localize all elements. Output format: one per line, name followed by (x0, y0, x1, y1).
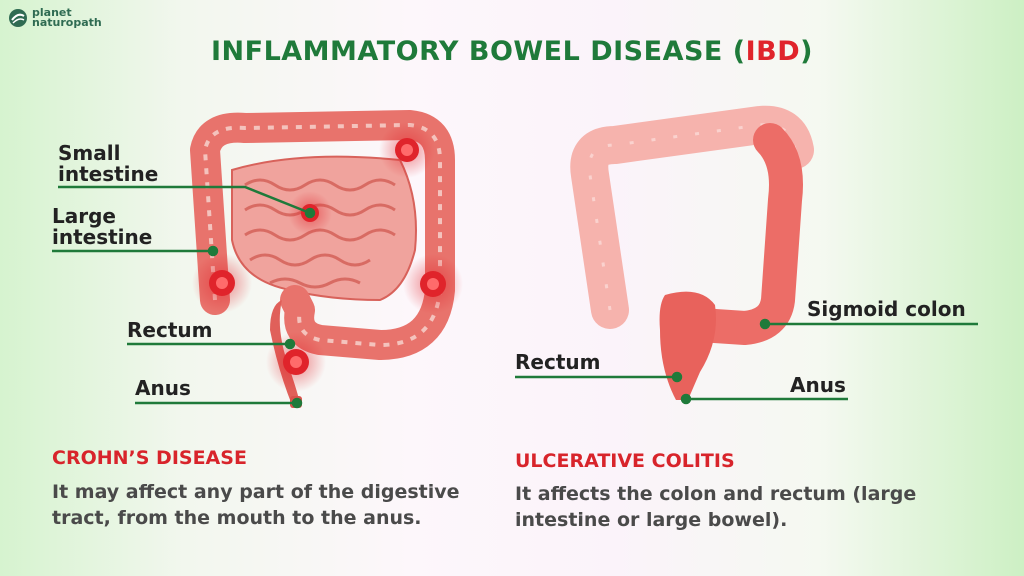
crohns-intestine-illustration (190, 110, 463, 408)
title-main: INFLAMMATORY BOWEL DISEASE ( (211, 36, 746, 67)
uc-rectum-shape (659, 291, 716, 400)
brand-logo: planet naturopath (8, 6, 102, 29)
crohns-description: It may affect any part of the digestive … (52, 479, 460, 531)
label-small-intestine-line2: intestine (58, 162, 159, 186)
uc-colon-illustration (570, 105, 814, 400)
label-small-intestine-line1: Small (58, 141, 121, 165)
inflammation-spots (192, 122, 463, 392)
crohns-description-line1: It may affect any part of the digestive (52, 481, 460, 503)
title-end: ) (800, 36, 813, 67)
label-anus-crohns: Anus (135, 376, 191, 400)
label-sigmoid-colon: Sigmoid colon (807, 297, 966, 321)
colon-inflamed-shape (683, 123, 803, 345)
label-large-intestine-line2: intestine (52, 225, 153, 249)
label-rectum-uc: Rectum (515, 350, 601, 374)
label-large-intestine: Large intestine (52, 206, 152, 248)
title-accent: IBD (745, 36, 801, 67)
planet-logo-icon (9, 9, 27, 27)
uc-leader-lines (515, 318, 978, 405)
label-large-intestine-line1: Large (52, 204, 116, 228)
uc-heading: ULCERATIVE COLITIS (515, 450, 735, 472)
brand-line2: naturopath (32, 16, 102, 29)
brand-line1: planet (32, 6, 72, 19)
crohns-description-line2: tract, from the mouth to the anus. (52, 507, 422, 529)
uc-description-line1: It affects the colon and rectum (large (515, 483, 917, 505)
page-title: INFLAMMATORY BOWEL DISEASE (IBD) (0, 36, 1024, 67)
label-small-intestine: Small intestine (58, 143, 158, 185)
uc-description: It affects the colon and rectum (large i… (515, 481, 916, 533)
label-rectum-crohns: Rectum (127, 318, 213, 342)
crohns-leader-lines (52, 185, 316, 409)
label-anus-uc: Anus (790, 373, 846, 397)
crohns-heading: CROHN’S DISEASE (52, 447, 247, 469)
brand-name: planet naturopath (32, 6, 102, 29)
uc-description-line2: intestine or large bowel). (515, 509, 788, 531)
colon-healthy-shape (570, 105, 814, 329)
